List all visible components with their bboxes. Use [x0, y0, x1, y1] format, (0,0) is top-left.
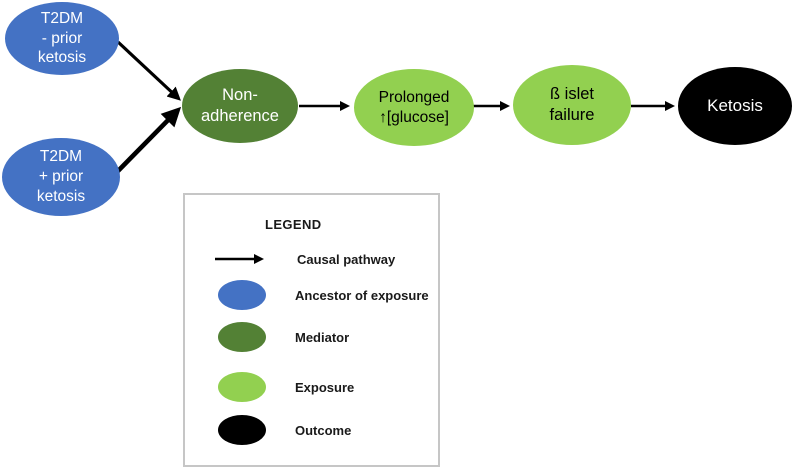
edge-t2dm-no-prior-to-nonadherence — [116, 40, 181, 101]
legend-row-ancestor: Ancestor of exposure — [218, 280, 429, 310]
node-t2dm-no-prior-ketosis: T2DM - prior ketosis — [5, 2, 119, 75]
node-non-adherence: Non- adherence — [182, 69, 298, 143]
ancestor-swatch-icon — [218, 280, 266, 310]
node-prolonged-glucose: Prolonged ↑[glucose] — [354, 69, 474, 146]
mediator-swatch-icon — [218, 322, 266, 352]
legend-label-outcome: Outcome — [295, 422, 352, 438]
legend-label-causal-pathway: Causal pathway — [297, 251, 396, 267]
legend-row-exposure: Exposure — [218, 372, 354, 402]
legend-box: LEGEND Causal pathway Ancestor of exposu… — [183, 193, 440, 467]
outcome-swatch-icon — [218, 415, 266, 445]
node-beta-islet-failure: ß islet failure — [513, 65, 631, 145]
node-t2dm-prior-ketosis: T2DM + prior ketosis — [2, 138, 120, 216]
causal-arrow-icon — [215, 253, 265, 265]
exposure-swatch-icon — [218, 372, 266, 402]
legend-row-causal-pathway: Causal pathway — [214, 244, 395, 274]
edge-t2dm-prior-to-nonadherence — [115, 106, 182, 174]
legend-row-outcome: Outcome — [218, 415, 351, 445]
legend-label-mediator: Mediator — [295, 329, 350, 345]
legend-label-exposure: Exposure — [295, 379, 355, 395]
legend-title: LEGEND — [265, 217, 322, 232]
legend-row-mediator: Mediator — [218, 322, 349, 352]
legend-label-ancestor: Ancestor of exposure — [295, 287, 429, 303]
node-ketosis: Ketosis — [678, 67, 792, 145]
